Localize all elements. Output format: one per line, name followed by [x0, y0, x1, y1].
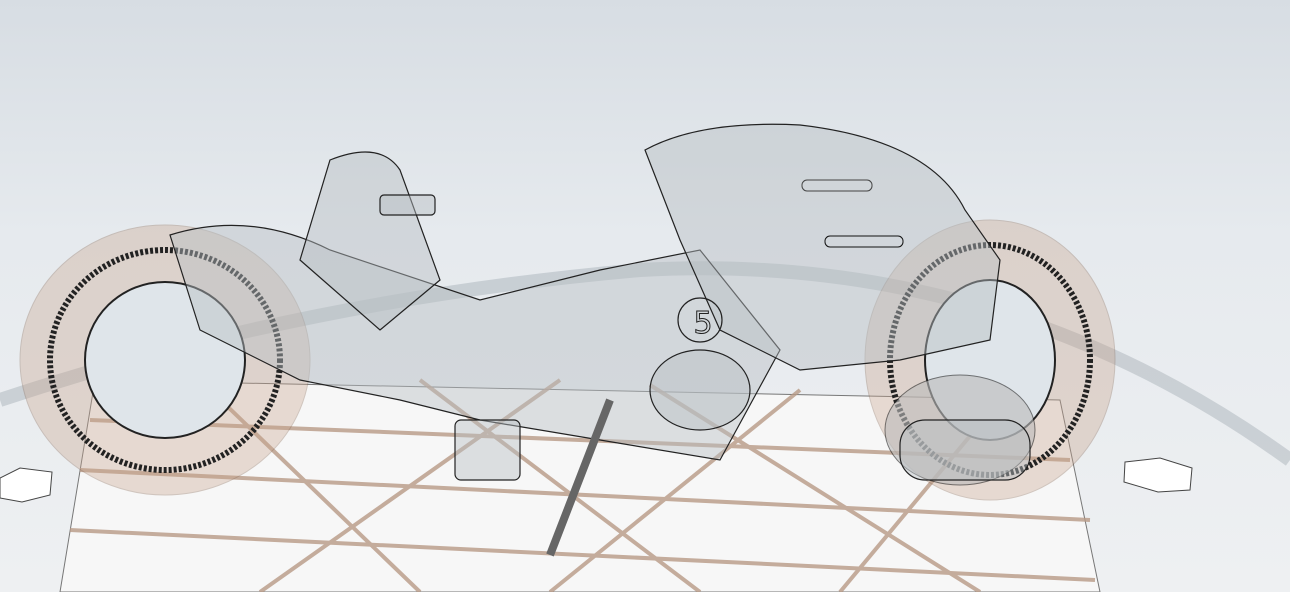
- front-wheel: [864, 219, 1116, 501]
- motorcycle-body: [169, 123, 1031, 557]
- logo-badge-upper: [801, 179, 873, 192]
- logo-badge-lower: [824, 235, 904, 248]
- rear-wheel: [19, 224, 311, 496]
- race-number: 5: [693, 306, 712, 341]
